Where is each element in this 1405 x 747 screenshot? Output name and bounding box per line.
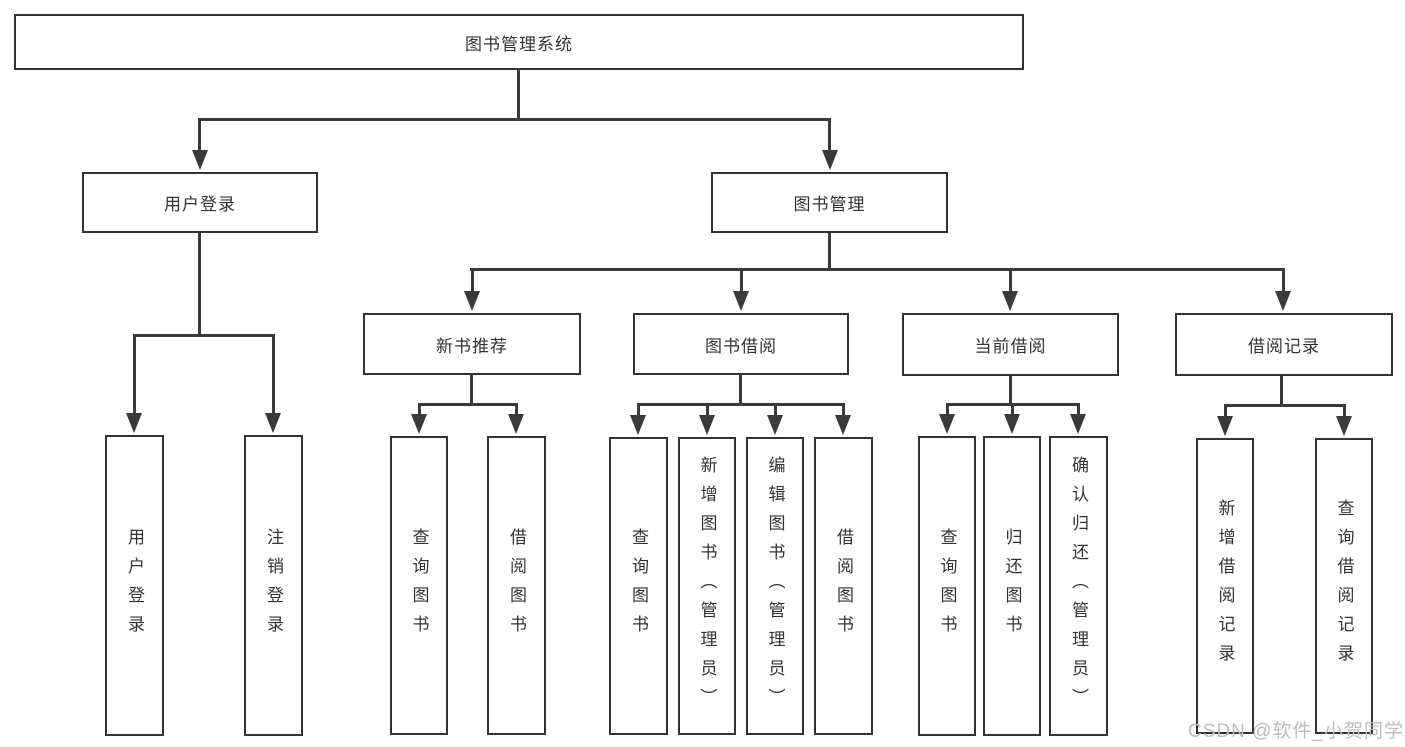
leaf-label: 用户登录 [125, 527, 144, 644]
arrow-down-icon [1070, 414, 1086, 434]
leaf-label: 新增图书（管理员） [697, 455, 717, 717]
node-borrowing-records: 借阅记录 [1175, 313, 1393, 376]
connector-line [842, 403, 845, 417]
node-label: 图书管理 [793, 195, 866, 214]
arrow-down-icon [126, 413, 142, 433]
arrow-down-icon [1217, 416, 1233, 436]
leaf-add-books-admin: 新增图书（管理员） [678, 437, 736, 735]
arrow-down-icon [411, 414, 427, 434]
connector-line [740, 268, 743, 293]
leaf-return-books: 归还图书 [983, 436, 1041, 736]
connector-line [774, 403, 777, 417]
leaf-query-books: 查询图书 [390, 436, 448, 735]
arrow-down-icon [1002, 291, 1018, 311]
connector-line [418, 403, 421, 416]
leaf-query-books: 查询图书 [918, 436, 976, 736]
node-label: 用户登录 [164, 195, 236, 214]
connector-line [1280, 376, 1283, 407]
arrow-down-icon [939, 414, 955, 434]
leaf-label: 查询图书 [409, 527, 429, 644]
connector-line [418, 403, 517, 406]
connector-line [1224, 404, 1345, 407]
leaf-label: 确认归还（管理员） [1069, 455, 1088, 717]
connector-line [1009, 376, 1012, 405]
leaf-add-borrow-record: 新增借阅记录 [1196, 438, 1254, 734]
connector-line [1077, 403, 1080, 416]
connector-line [470, 375, 473, 406]
connector-line [1343, 404, 1346, 418]
arrow-down-icon [835, 415, 851, 435]
arrow-down-icon [822, 150, 838, 170]
node-label: 当前借阅 [974, 337, 1047, 356]
arrow-down-icon [508, 414, 524, 434]
leaf-label: 借阅图书 [507, 527, 526, 644]
node-library-system: 图书管理系统 [14, 14, 1024, 70]
arrow-down-icon [1336, 416, 1352, 436]
node-label: 图书借阅 [705, 336, 777, 356]
arrow-down-icon [265, 413, 281, 433]
connector-line [470, 268, 1284, 271]
arrow-down-icon [767, 415, 783, 435]
connector-line [515, 403, 518, 416]
connector-line [946, 403, 949, 416]
leaf-logout: 注销登录 [244, 435, 303, 736]
leaf-user-login: 用户登录 [105, 435, 164, 736]
connector-line [637, 403, 845, 406]
node-label: 新书推荐 [436, 336, 508, 356]
leaf-label: 查询图书 [629, 528, 648, 644]
connector-line [706, 403, 709, 417]
connector-line [1009, 268, 1012, 293]
node-new-book-recommend: 新书推荐 [363, 313, 581, 375]
arrow-down-icon [630, 415, 646, 435]
node-current-borrowing: 当前借阅 [902, 313, 1119, 376]
leaf-borrow-books: 借阅图书 [814, 437, 873, 735]
node-book-management: 图书管理 [711, 172, 948, 233]
connector-line [133, 334, 136, 414]
arrow-down-icon [699, 415, 715, 435]
leaf-edit-books-admin: 编辑图书（管理员） [746, 437, 804, 735]
node-book-borrowing: 图书借阅 [633, 313, 849, 375]
arrow-down-icon [192, 150, 208, 170]
leaf-query-books: 查询图书 [609, 437, 668, 735]
leaf-label: 注销登录 [264, 527, 283, 644]
node-label: 图书管理系统 [465, 34, 573, 54]
leaf-label: 编辑图书（管理员） [765, 455, 785, 717]
connector-line [198, 118, 201, 152]
connector-line [739, 375, 742, 406]
leaf-confirm-return-admin: 确认归还（管理员） [1049, 436, 1108, 736]
leaf-label: 查询借阅记录 [1334, 499, 1354, 673]
connector-line [828, 233, 831, 271]
connector-line [133, 334, 275, 337]
node-label: 借阅记录 [1248, 337, 1320, 356]
connector-line [272, 334, 275, 414]
connector-line [198, 233, 201, 336]
leaf-label: 新增借阅记录 [1215, 499, 1235, 673]
connector-line [1224, 404, 1227, 418]
arrow-down-icon [464, 291, 480, 311]
connector-line [198, 118, 831, 121]
arrow-down-icon [733, 291, 749, 311]
connector-line [828, 118, 831, 152]
connector-line [517, 68, 520, 120]
connector-line [637, 403, 640, 417]
connector-line [1282, 268, 1285, 293]
connector-line [471, 268, 474, 293]
leaf-label: 查询图书 [937, 528, 957, 644]
leaf-label: 归还图书 [1002, 528, 1022, 644]
leaf-borrow-books: 借阅图书 [487, 436, 546, 735]
csdn-watermark: CSDN @软件_小贺同学 [1188, 721, 1404, 742]
connector-line [1011, 403, 1014, 416]
arrow-down-icon [1004, 414, 1020, 434]
leaf-query-borrow-record: 查询借阅记录 [1315, 438, 1373, 734]
leaf-label: 借阅图书 [834, 528, 853, 644]
arrow-down-icon [1275, 291, 1291, 311]
node-user-login: 用户登录 [82, 172, 318, 233]
